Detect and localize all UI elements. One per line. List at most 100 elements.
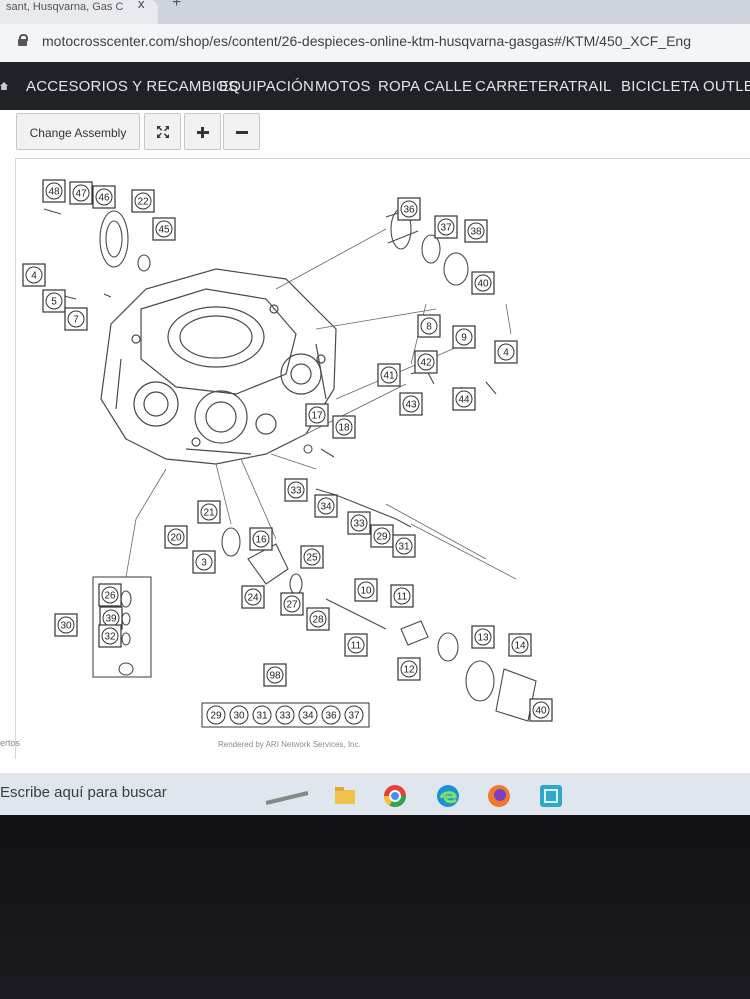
svg-text:41: 41 — [383, 371, 395, 382]
part-callout-14[interactable]: 14 — [508, 633, 532, 657]
tab-title: sant, Husqvarna, Gas C — [6, 1, 124, 13]
change-assembly-button[interactable]: Change Assembly — [16, 113, 140, 150]
svg-text:29: 29 — [376, 532, 388, 543]
part-callout-28[interactable]: 28 — [306, 607, 330, 631]
svg-text:7: 7 — [73, 315, 79, 326]
svg-text:43: 43 — [405, 400, 417, 411]
zoom-in-button[interactable] — [184, 113, 221, 150]
part-callout-11[interactable]: 11 — [344, 633, 368, 657]
part-callout-30[interactable]: 30 — [54, 613, 78, 637]
part-callout-20[interactable]: 20 — [164, 525, 188, 549]
summary-callout-30[interactable]: 30 — [229, 705, 249, 725]
part-callout-9[interactable]: 9 — [452, 325, 476, 349]
part-callout-40[interactable]: 40 — [529, 698, 553, 722]
summary-callout-29[interactable]: 29 — [206, 705, 226, 725]
part-callout-48[interactable]: 48 — [42, 179, 66, 203]
summary-callout-36[interactable]: 36 — [321, 705, 341, 725]
svg-text:37: 37 — [348, 711, 360, 722]
svg-text:4: 4 — [31, 271, 37, 282]
nav-item-carretera[interactable]: CARRETERA — [475, 78, 570, 95]
chrome-icon[interactable] — [382, 783, 408, 809]
side-text: ertos — [0, 738, 21, 748]
part-callout-21[interactable]: 21 — [197, 500, 221, 524]
fit-view-button[interactable] — [144, 113, 181, 150]
close-icon[interactable]: x — [138, 0, 145, 11]
summary-callout-31[interactable]: 31 — [252, 705, 272, 725]
part-callout-7[interactable]: 7 — [64, 307, 88, 331]
browser-tab[interactable]: sant, Husqvarna, Gas C x — [0, 0, 158, 24]
part-callout-37[interactable]: 37 — [434, 215, 458, 239]
engine-case-drawing — [100, 268, 337, 465]
part-callout-47[interactable]: 47 — [69, 181, 93, 205]
minus-icon — [236, 131, 248, 134]
new-tab-button[interactable]: + — [172, 0, 182, 11]
nav-item-motos[interactable]: MOTOS — [315, 78, 371, 95]
home-icon[interactable] — [0, 82, 8, 90]
svg-text:17: 17 — [311, 411, 323, 422]
part-callout-22[interactable]: 22 — [131, 189, 155, 213]
part-callout-3[interactable]: 3 — [192, 550, 216, 574]
svg-text:42: 42 — [420, 358, 432, 369]
part-callout-12[interactable]: 12 — [397, 657, 421, 681]
part-callout-43[interactable]: 43 — [399, 392, 423, 416]
part-callout-38[interactable]: 38 — [464, 219, 488, 243]
svg-text:31: 31 — [256, 711, 268, 722]
summary-callout-37[interactable]: 37 — [344, 705, 364, 725]
nav-item-equipacion[interactable]: EQUIPACIÓN — [219, 78, 315, 95]
part-callout-11[interactable]: 11 — [390, 584, 414, 608]
part-callout-33[interactable]: 33 — [347, 511, 371, 535]
part-callout-32[interactable]: 32 — [98, 624, 122, 648]
part-callout-8[interactable]: 8 — [417, 314, 441, 338]
svg-text:11: 11 — [351, 641, 362, 652]
nav-item-bicicleta[interactable]: BICICLETA — [621, 78, 700, 95]
svg-text:8: 8 — [426, 322, 432, 333]
part-callout-31[interactable]: 31 — [392, 534, 416, 558]
nav-item-accesorios[interactable]: ACCESORIOS Y RECAMBIOS — [26, 78, 239, 95]
nav-item-ropa-calle[interactable]: ROPA CALLE — [378, 78, 473, 95]
nav-item-trail[interactable]: TRAIL — [568, 78, 612, 95]
folder-icon[interactable] — [332, 783, 358, 809]
lock-icon — [18, 34, 28, 46]
part-callout-13[interactable]: 13 — [471, 625, 495, 649]
part-callout-34[interactable]: 34 — [314, 494, 338, 518]
part-callout-16[interactable]: 16 — [249, 527, 273, 551]
leader-lines — [125, 228, 517, 580]
firefox-icon[interactable] — [486, 783, 512, 809]
part-callout-27[interactable]: 27 — [280, 592, 304, 616]
part-callout-4[interactable]: 4 — [494, 340, 518, 364]
part-callout-26[interactable]: 26 — [98, 583, 122, 607]
part-callout-40[interactable]: 40 — [471, 271, 495, 295]
part-callout-4[interactable]: 4 — [22, 263, 46, 287]
page-content: Change Assembly — [0, 110, 750, 815]
summary-callout-33[interactable]: 33 — [275, 705, 295, 725]
taskbar-search-input[interactable]: Escribe aquí para buscar — [0, 784, 167, 801]
edge-icon[interactable] — [435, 783, 461, 809]
part-callout-45[interactable]: 45 — [152, 217, 176, 241]
url-text[interactable]: motocrosscenter.com/shop/es/content/26-d… — [42, 33, 691, 49]
part-callout-46[interactable]: 46 — [92, 185, 116, 209]
part-callout-10[interactable]: 10 — [354, 578, 378, 602]
svg-text:22: 22 — [137, 197, 149, 208]
part-callout-18[interactable]: 18 — [332, 415, 356, 439]
svg-text:27: 27 — [286, 600, 298, 611]
zoom-out-button[interactable] — [223, 113, 260, 150]
part-callout-98[interactable]: 98 — [263, 663, 287, 687]
address-bar[interactable]: motocrosscenter.com/shop/es/content/26-d… — [0, 24, 750, 63]
part-callout-44[interactable]: 44 — [452, 387, 476, 411]
weather-widget-icon[interactable] — [262, 783, 312, 809]
part-callout-29[interactable]: 29 — [370, 524, 394, 548]
part-callout-24[interactable]: 24 — [241, 585, 265, 609]
part-callout-42[interactable]: 42 — [414, 350, 438, 374]
part-callout-25[interactable]: 25 — [300, 545, 324, 569]
part-callout-5[interactable]: 5 — [42, 289, 66, 313]
app-icon[interactable] — [538, 783, 564, 809]
part-callout-33[interactable]: 33 — [284, 478, 308, 502]
summary-callout-34[interactable]: 34 — [298, 705, 318, 725]
part-callout-17[interactable]: 17 — [305, 403, 329, 427]
part-callout-41[interactable]: 41 — [377, 363, 401, 387]
svg-text:3: 3 — [201, 558, 207, 569]
part-callout-36[interactable]: 36 — [397, 197, 421, 221]
nav-item-outlet[interactable]: OUTLET — [703, 78, 750, 95]
